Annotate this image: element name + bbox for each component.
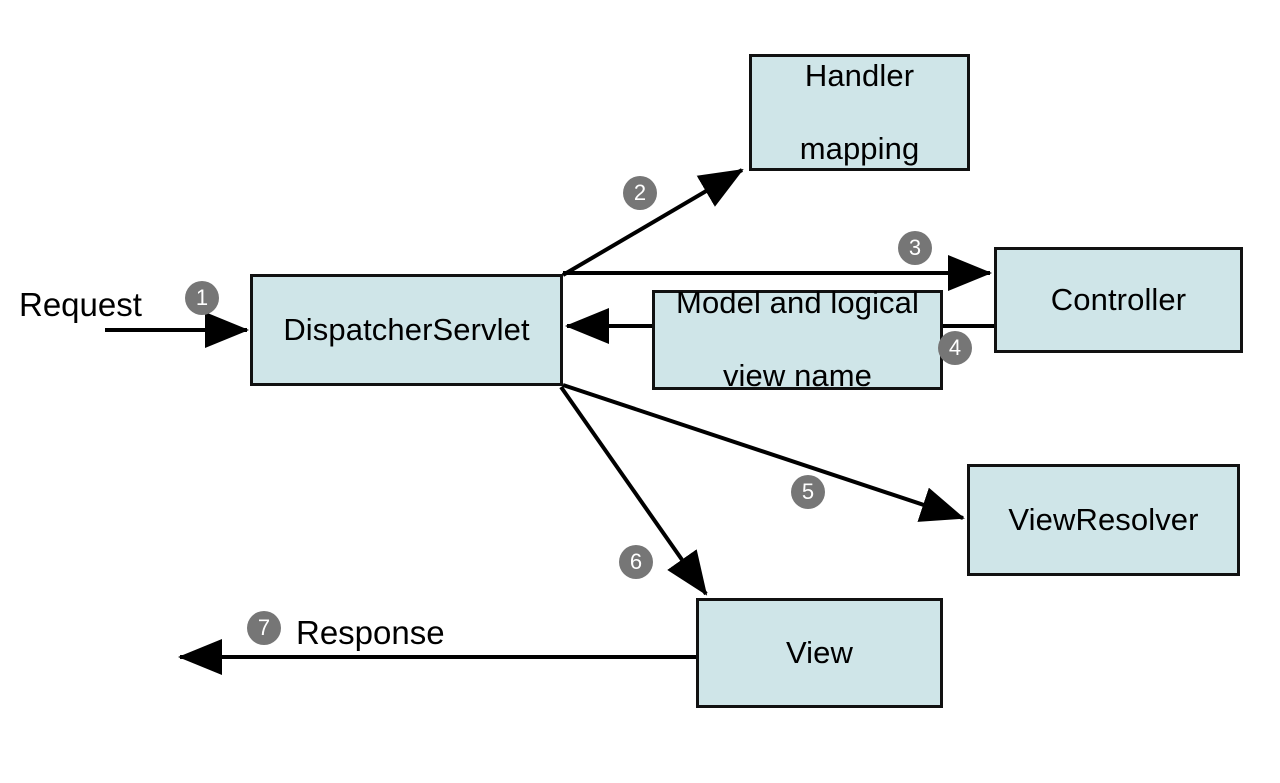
step-badge-3: 3 bbox=[898, 231, 932, 265]
step-badge-7: 7 bbox=[247, 611, 281, 645]
step-badge-2: 2 bbox=[623, 176, 657, 210]
edge-label-response: Response bbox=[296, 614, 445, 651]
step-badge-4: 4 bbox=[938, 331, 972, 365]
connector-dispatcher-to-view-resolver bbox=[562, 383, 965, 522]
node-dispatcher-servlet[interactable]: DispatcherServlet bbox=[250, 274, 563, 386]
step-badge-1: 1 bbox=[185, 281, 219, 315]
connector-dispatcher-to-handler-mapping bbox=[561, 168, 744, 277]
node-controller[interactable]: Controller bbox=[994, 247, 1243, 353]
step-badge-5: 5 bbox=[791, 475, 825, 509]
node-view[interactable]: View bbox=[696, 598, 943, 708]
node-dispatcher-servlet-label: DispatcherServlet bbox=[283, 311, 530, 347]
connector-dispatcher-to-view bbox=[559, 385, 708, 596]
node-view-label: View bbox=[785, 634, 854, 670]
node-controller-label: Controller bbox=[1050, 281, 1187, 317]
edge-label-request: Request bbox=[19, 286, 142, 323]
step-badge-6: 6 bbox=[619, 545, 653, 579]
node-view-resolver-label: ViewResolver bbox=[1008, 501, 1199, 537]
node-view-resolver[interactable]: ViewResolver bbox=[967, 464, 1240, 576]
